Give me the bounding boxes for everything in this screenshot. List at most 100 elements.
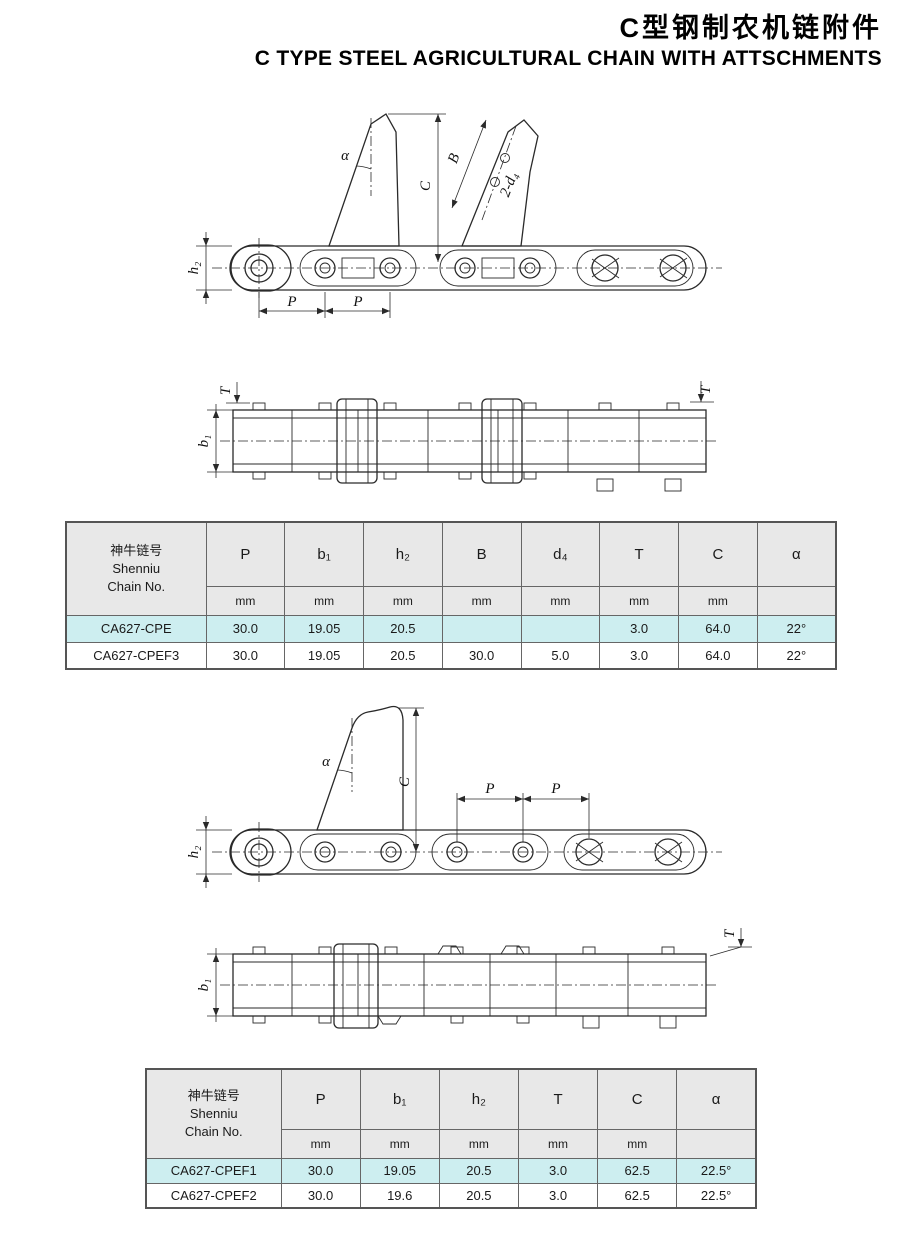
cell: 64.0 <box>678 641 758 670</box>
col-header-b1: b₁ <box>359 1068 440 1130</box>
cell: 20.5 <box>438 1157 519 1184</box>
dim-label-c: C <box>418 180 434 191</box>
cell: 30.0 <box>280 1157 361 1184</box>
dimension-h2: h₂ <box>186 816 232 888</box>
unit-cell <box>756 585 837 616</box>
unit-cell: mm <box>280 1128 361 1159</box>
unit-cell: mm <box>517 1128 599 1159</box>
chain-no-header: 神牛链号 Shenniu Chain No. <box>65 521 207 616</box>
cell: 30.0 <box>205 641 286 670</box>
page-title-chinese: C型钢制农机链附件 <box>619 13 882 43</box>
chain-no-cell: CA627-CPEF3 <box>65 641 207 670</box>
dim-label-t: T <box>722 928 738 938</box>
chain-centerline <box>212 238 722 298</box>
unit-cell <box>676 1128 757 1159</box>
dim-label-p2: P <box>550 781 560 797</box>
col-header-c: C <box>678 521 758 587</box>
dim-label-h2: h₂ <box>186 846 202 859</box>
chain-no-header-en1: Shenniu <box>189 1105 238 1121</box>
attachment-plate-1 <box>328 113 400 247</box>
unit-cell: mm <box>597 1128 678 1159</box>
cell: 22° <box>756 614 837 643</box>
spec-table-lower: 神牛链号 Shenniu Chain No. P b₁ h₂ T C α mm … <box>145 1068 757 1209</box>
cell: 30.0 <box>441 641 522 670</box>
cell: 19.6 <box>359 1182 440 1209</box>
col-header-c: C <box>597 1068 678 1130</box>
cell <box>520 614 601 643</box>
unit-cell: mm <box>599 585 679 616</box>
table-row: CA627-CPEF3 30.0 19.05 20.5 30.0 5.0 3.0… <box>65 641 837 670</box>
cell: 3.0 <box>517 1182 599 1209</box>
dimension-p: P P <box>456 781 590 842</box>
cell: 30.0 <box>205 614 286 643</box>
dimension-alpha: α <box>322 754 331 770</box>
attachments-edge-on <box>333 943 677 1029</box>
unit-cell: mm <box>205 585 286 616</box>
dimension-p: P P <box>258 292 391 318</box>
dim-label-p1: P <box>484 781 494 797</box>
cell: 62.5 <box>597 1182 678 1209</box>
dim-label-t-right: T <box>698 384 714 394</box>
unit-cell: mm <box>359 1128 440 1159</box>
dim-label-p1: P <box>286 294 296 310</box>
cell <box>441 614 522 643</box>
cell: 22.5° <box>676 1182 757 1209</box>
col-header-d4: d₄ <box>520 521 601 587</box>
cell: 20.5 <box>438 1182 519 1209</box>
cell: 30.0 <box>280 1182 361 1209</box>
unit-cell: mm <box>438 1128 519 1159</box>
chain-plan-outline <box>220 946 716 1024</box>
cell: 3.0 <box>599 614 679 643</box>
dim-label-p2: P <box>352 294 362 310</box>
drawing-side-view-2: h₂ α C P P <box>186 705 722 888</box>
cell: 22.5° <box>676 1157 757 1184</box>
col-header-alpha: α <box>676 1068 757 1130</box>
table-row: CA627-CPEF1 30.0 19.05 20.5 3.0 62.5 22.… <box>145 1157 757 1184</box>
cell: 20.5 <box>363 614 443 643</box>
chain-no-cell: CA627-CPEF1 <box>145 1157 282 1184</box>
dim-label-b1: b₁ <box>196 979 212 992</box>
drawing-side-view-1: h₂ C B 2-d₄ α P P <box>186 113 722 318</box>
dim-label-h2: h₂ <box>186 262 202 275</box>
attachments-edge-on <box>336 398 682 492</box>
page-title-english: C TYPE STEEL AGRICULTURAL CHAIN WITH ATT… <box>254 47 882 70</box>
dimension-alpha: α <box>341 148 350 164</box>
chain-no-header-en2: Chain No. <box>184 1123 243 1139</box>
table-row: CA627-CPE 30.0 19.05 20.5 3.0 64.0 22° <box>65 614 837 643</box>
col-header-p: P <box>205 521 286 587</box>
dimension-c: C <box>397 707 424 852</box>
col-header-p: P <box>280 1068 361 1130</box>
dimension-t-right: T <box>709 928 752 957</box>
dim-label-c: C <box>397 776 413 787</box>
dim-label-alpha: α <box>322 754 331 770</box>
cell: 5.0 <box>520 641 601 670</box>
cell: 64.0 <box>678 614 758 643</box>
cell: 22° <box>756 641 837 670</box>
unit-cell: mm <box>363 585 443 616</box>
dim-label-2d4: 2-d₄ <box>497 170 521 199</box>
chain-no-header-en1: Shenniu <box>112 560 161 576</box>
drawing-plan-view-1: b₁ T T <box>196 381 716 492</box>
cell: 19.05 <box>359 1157 440 1184</box>
chain-no-header-zh: 神牛链号 <box>110 543 163 559</box>
unit-cell: mm <box>441 585 522 616</box>
unit-cell: mm <box>520 585 601 616</box>
col-header-alpha: α <box>756 521 837 587</box>
col-header-t: T <box>517 1068 599 1130</box>
chain-no-cell: CA627-CPEF2 <box>145 1182 282 1209</box>
page-header: C型钢制农机链附件 C TYPE STEEL AGRICULTURAL CHAI… <box>0 6 882 71</box>
col-header-b: B <box>441 521 522 587</box>
dimension-h2: h₂ <box>186 232 232 304</box>
unit-cell: mm <box>678 585 758 616</box>
dimension-c: C <box>388 113 446 262</box>
dimension-t-left: T <box>218 382 250 404</box>
dim-label-b: B <box>445 151 463 165</box>
attachment-plate-curved <box>316 705 404 831</box>
cell: 19.05 <box>284 641 364 670</box>
dimension-b1: b₁ <box>196 404 235 478</box>
spec-table-upper: 神牛链号 Shenniu Chain No. P b₁ h₂ B d₄ T C … <box>65 521 837 670</box>
chain-outline <box>229 828 707 876</box>
cell: 3.0 <box>517 1157 599 1184</box>
dim-label-b1: b₁ <box>196 435 212 448</box>
chain-no-header-en2: Chain No. <box>107 578 166 594</box>
